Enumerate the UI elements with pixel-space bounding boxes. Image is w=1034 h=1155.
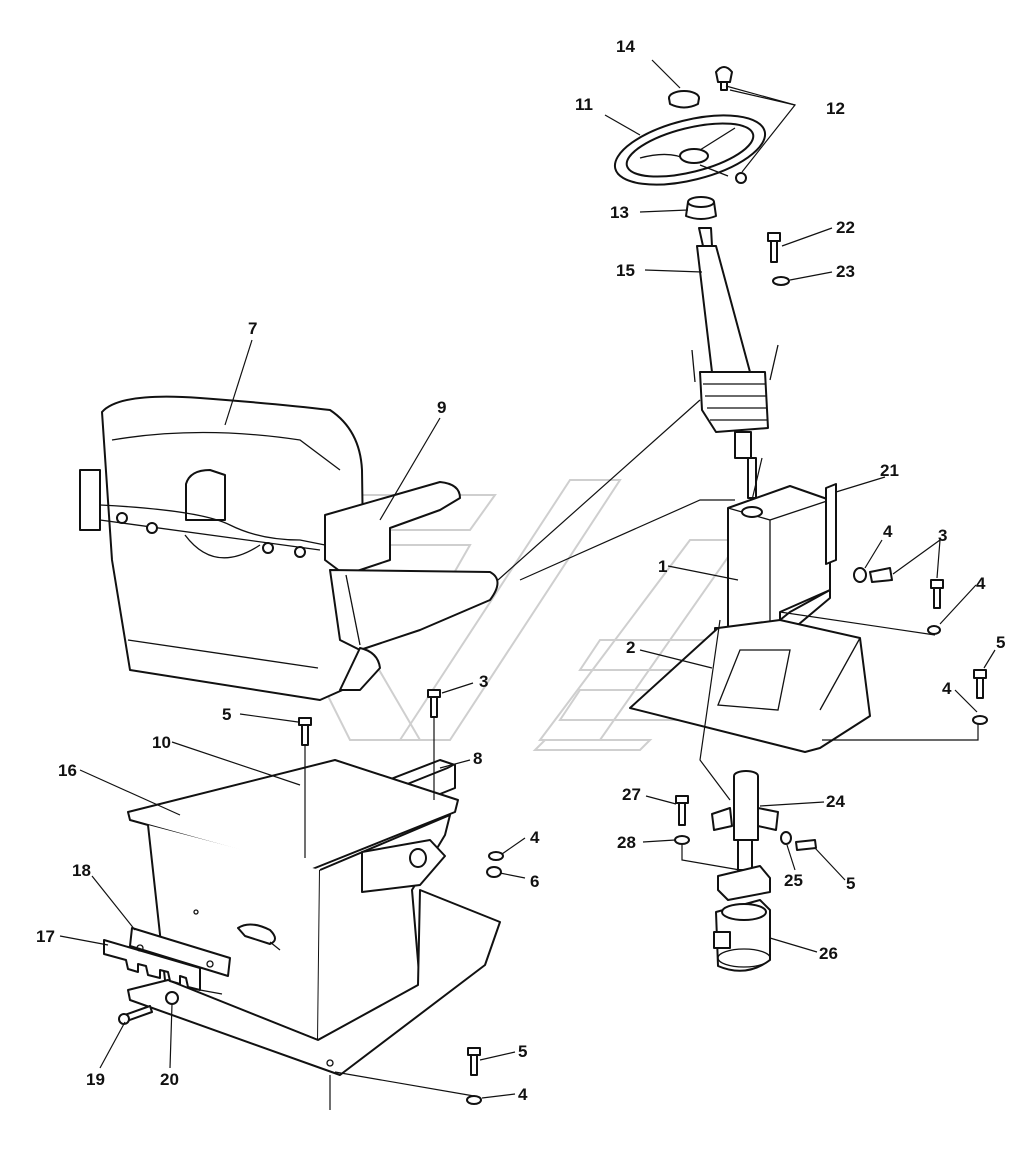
bar-21 — [825, 483, 837, 565]
steering-column — [691, 227, 779, 499]
callout-27: 27 — [622, 785, 641, 804]
callout-8: 8 — [473, 749, 482, 768]
callout-4-lower-right: 4 — [942, 679, 952, 698]
nut-6 — [486, 866, 502, 878]
floor-plate — [629, 619, 871, 753]
callout-5-motor: 5 — [846, 874, 855, 893]
washer-28 — [674, 835, 690, 845]
washer-23 — [772, 276, 790, 286]
screw-5-side — [795, 839, 817, 851]
adjusting-bar-17 — [103, 939, 214, 991]
callout-18: 18 — [72, 861, 91, 880]
callout-4-box: 4 — [530, 828, 540, 847]
callout-23: 23 — [836, 262, 855, 281]
callout-4-bottom: 4 — [518, 1085, 528, 1104]
washer-4-box — [488, 851, 504, 861]
callout-6: 6 — [530, 872, 539, 891]
seat-box — [127, 759, 459, 1041]
callout-25: 25 — [784, 871, 803, 890]
callout-15: 15 — [616, 261, 635, 280]
callout-17: 17 — [36, 927, 55, 946]
screw-5-top — [298, 717, 312, 746]
screw-27 — [675, 795, 689, 826]
hub-bushing — [685, 196, 717, 220]
washer-4-side — [853, 567, 867, 583]
callout-14: 14 — [616, 37, 635, 56]
washer-4-lower-right — [972, 715, 988, 725]
bracket-18 — [129, 927, 231, 977]
steering-shaft-24 — [711, 770, 779, 901]
base-plate — [127, 889, 501, 1076]
callout-3-console: 3 — [938, 526, 947, 545]
callout-2: 2 — [626, 638, 635, 657]
washer-4-right — [927, 625, 941, 635]
screw-3-vertical — [930, 579, 944, 609]
screw-19 — [118, 1005, 153, 1025]
callout-12: 12 — [826, 99, 845, 118]
steering-wheel — [613, 114, 767, 186]
spinner-knob — [715, 66, 747, 184]
screw-5-bottom — [467, 1047, 481, 1076]
callout-4-console: 4 — [883, 522, 893, 541]
callout-5-right: 5 — [996, 633, 1005, 652]
callout-4-right: 4 — [976, 574, 986, 593]
callout-1: 1 — [658, 557, 667, 576]
callout-21: 21 — [880, 461, 899, 480]
leader-lines — [59, 59, 996, 1110]
callout-9: 9 — [437, 398, 446, 417]
nut-20 — [165, 991, 179, 1005]
callout-16: 16 — [58, 761, 77, 780]
callout-26: 26 — [819, 944, 838, 963]
callout-20: 20 — [160, 1070, 179, 1089]
callout-28: 28 — [617, 833, 636, 852]
armrest — [324, 481, 499, 691]
washer-4-bottom — [466, 1095, 482, 1105]
wheel-cap — [668, 90, 700, 109]
callout-11: 11 — [575, 95, 593, 114]
callout-24: 24 — [826, 792, 845, 811]
screw-3-side — [869, 567, 893, 583]
callout-22: 22 — [836, 218, 855, 237]
callout-7: 7 — [248, 319, 257, 338]
screw-22 — [767, 232, 781, 263]
callout-5-bottom: 5 — [518, 1042, 527, 1061]
callout-19: 19 — [86, 1070, 105, 1089]
callout-labels: 14 11 12 13 22 15 23 7 9 21 1 4 3 4 2 5 … — [36, 37, 1005, 1104]
screw-3-top — [427, 689, 441, 718]
callout-10: 10 — [152, 733, 171, 752]
washer-25 — [780, 831, 792, 845]
callout-3-seat: 3 — [479, 672, 488, 691]
steering-motor-26 — [713, 899, 771, 972]
screw-5-right — [973, 669, 987, 699]
seat — [79, 395, 366, 701]
callout-13: 13 — [610, 203, 629, 222]
callout-5-seat: 5 — [222, 705, 231, 724]
